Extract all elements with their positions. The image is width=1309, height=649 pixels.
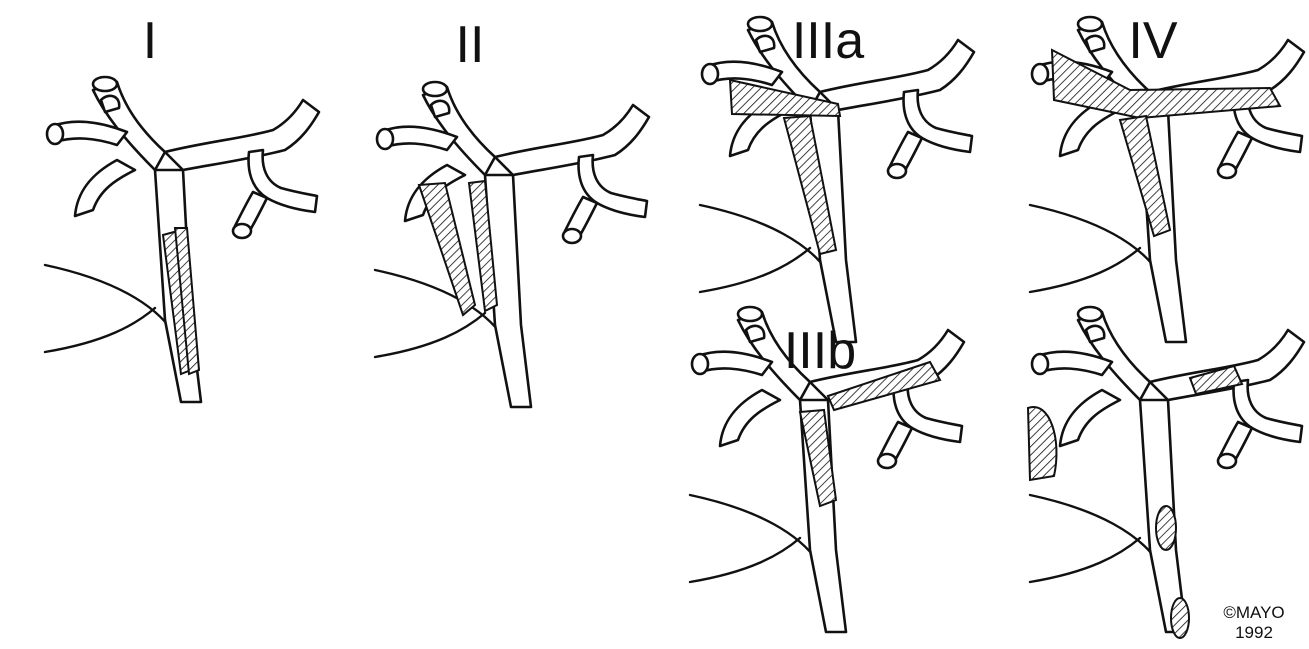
panel-multifocal (1028, 307, 1304, 638)
panel-label-i: I (143, 12, 157, 70)
tumor-shading (1171, 598, 1189, 638)
panel-label-iv: IV (1128, 12, 1177, 70)
tumor-shading (1156, 506, 1176, 550)
panel-label-ii: II (456, 16, 485, 74)
panel-label-iiib: IIIb (784, 322, 856, 380)
tumor-shading (730, 80, 840, 116)
tumor-shading (419, 183, 475, 315)
copyright-line-2: 1992 (1235, 623, 1273, 642)
copyright-line-1: ©MAYO (1223, 603, 1284, 622)
panel-ii (375, 82, 649, 407)
tumor-shading (1028, 407, 1056, 480)
panel-label-iiia: IIIa (792, 12, 864, 70)
panel-i (45, 77, 319, 402)
